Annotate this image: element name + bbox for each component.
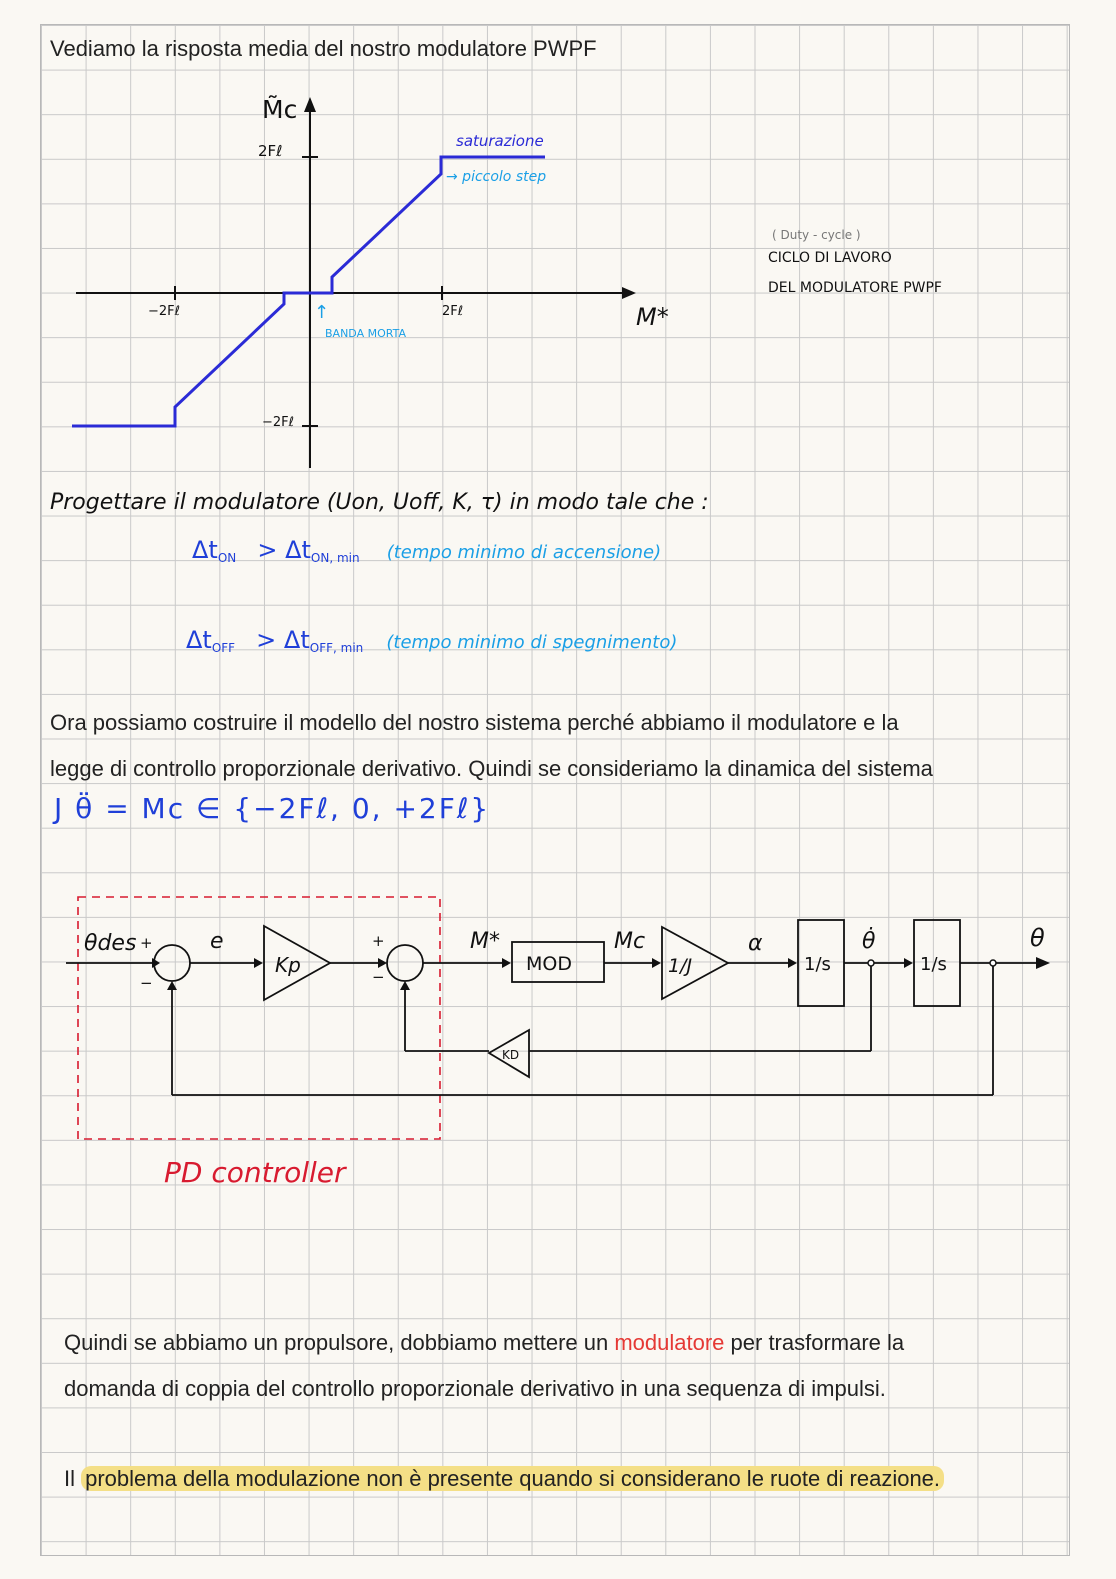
x-axis-arrow — [622, 287, 636, 299]
inv-j-label: 1/J — [668, 955, 692, 977]
work-cycle-line2: DEL MODULATORE PWPF — [768, 280, 942, 296]
cond-on-lhs: Δt — [192, 536, 218, 564]
sum1-plus: + — [140, 934, 153, 952]
mod-block — [511, 941, 605, 983]
output-theta-label: θ — [1030, 924, 1045, 952]
intro-text: Vediamo la risposta media del nostro mod… — [50, 36, 597, 61]
design-statement: Progettare il modulatore (Uon, Uoff, K, … — [50, 490, 709, 515]
pd-controller-box — [77, 896, 441, 1140]
notebook-page — [40, 24, 1070, 1556]
kp-gain-block — [263, 924, 332, 1002]
tick-label-minus-2fl-y: −2Fℓ — [262, 415, 294, 430]
cond-off-lhs-sub: OFF — [211, 641, 236, 656]
model-text-line1: Ora possiamo costruire il modello del no… — [50, 710, 899, 735]
small-step-label: → piccolo step — [446, 169, 546, 185]
saturation-label: saturazione — [456, 132, 544, 150]
conclusion-after: per trasformare la — [724, 1330, 905, 1355]
dead-band-label: BANDA MORTA — [325, 327, 406, 340]
mc-label: Mc — [614, 929, 645, 954]
condition-on: ΔtON > ΔtON, min (tempo minimo di accens… — [192, 536, 661, 565]
summing-junction-2 — [386, 944, 424, 982]
mod-input-label: M* — [470, 929, 500, 954]
cond-off-rhs-sub: OFF, min — [309, 641, 364, 656]
error-label: e — [210, 929, 224, 954]
tick-label-minus-2fl-x: −2Fℓ — [148, 304, 180, 319]
duty-cycle-note: ( Duty - cycle ) — [772, 228, 861, 242]
dynamics-equation: J θ̈ = Mc ∈ {−2Fℓ, 0, +2Fℓ} — [54, 792, 491, 825]
tick-label-2fl-x: 2Fℓ — [442, 304, 463, 319]
integrator-1-label: 1/s — [804, 954, 831, 975]
cond-on-rhs: > Δt — [257, 536, 311, 564]
alpha-label: α — [748, 931, 763, 956]
inv-j-gain-block — [661, 925, 730, 1001]
y-axis-label: M̃c — [262, 95, 297, 124]
dead-band-arrow: ↑ — [314, 302, 329, 323]
kp-label: Kp — [275, 953, 301, 977]
cond-on-note: (tempo minimo di accensione) — [386, 542, 662, 563]
condition-off: ΔtOFF > ΔtOFF, min (tempo minimo di speg… — [186, 626, 677, 655]
x-axis-label: M* — [636, 303, 669, 331]
mod-label: MOD — [526, 953, 572, 975]
input-theta-des: θdes — [84, 931, 136, 956]
cond-off-rhs: > Δt — [256, 626, 310, 654]
pd-controller-label: PD controller — [164, 1156, 347, 1189]
work-cycle-line1: CICLO DI LAVORO — [768, 250, 892, 266]
final-highlight: problema della modulazione non è present… — [81, 1466, 945, 1491]
sum1-minus: − — [140, 974, 153, 992]
final-statement: Il problema della modulazione non è pres… — [64, 1456, 945, 1501]
cond-on-rhs-sub: ON, min — [310, 551, 360, 566]
conclusion-line1: Quindi se abbiamo un propulsore, dobbiam… — [64, 1320, 904, 1365]
cond-off-note: (tempo minimo di spegnimento) — [386, 632, 678, 653]
conclusion-red: modulatore — [614, 1330, 725, 1355]
integrator-2-label: 1/s — [920, 954, 947, 975]
tick-label-2fl-y: 2Fℓ — [258, 142, 282, 160]
kd-gain-block — [487, 1028, 530, 1079]
conclusion-line2: domanda di coppia del controllo proporzi… — [64, 1376, 886, 1401]
sum2-minus: − — [372, 968, 385, 986]
response-curve — [72, 155, 545, 428]
kd-label: KD — [502, 1048, 519, 1062]
conclusion-before: Quindi se abbiamo un propulsore, dobbiam… — [64, 1330, 615, 1355]
cond-off-lhs: Δt — [186, 626, 212, 654]
cond-on-lhs-sub: ON — [217, 551, 237, 566]
y-axis-arrow — [304, 97, 316, 112]
theta-dot-label: θ̇ — [862, 927, 876, 954]
final-prefix: Il — [64, 1466, 82, 1491]
sum2-plus: + — [372, 932, 385, 950]
model-text-line2: legge di controllo proporzionale derivat… — [50, 756, 933, 781]
